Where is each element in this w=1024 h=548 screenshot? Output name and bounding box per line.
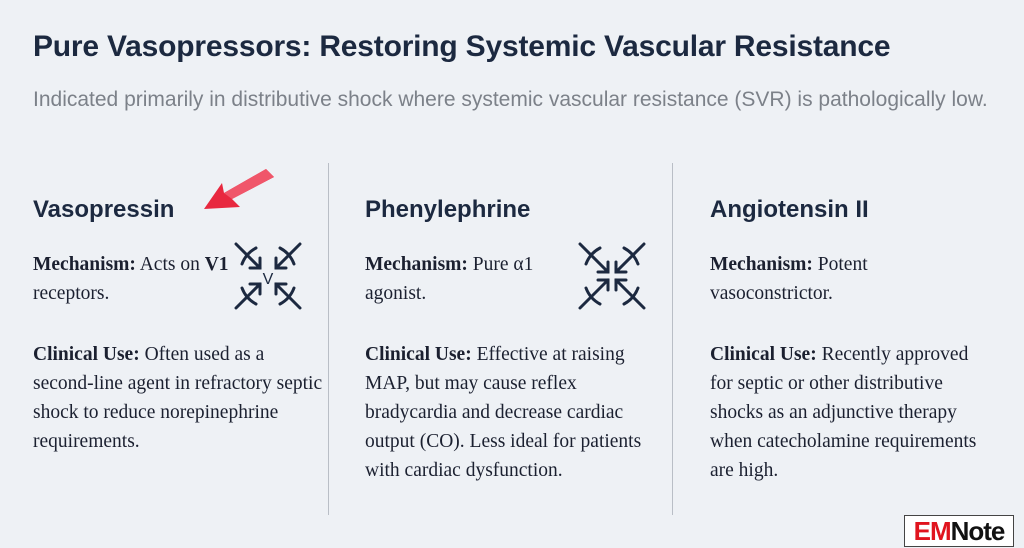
- mechanism-text: Mechanism: Potent vasoconstrictor.: [710, 254, 868, 304]
- mechanism-text: Mechanism: Pure α1 agonist.: [365, 254, 534, 304]
- clinical-use-text: Clinical Use: Recently approved for sept…: [710, 344, 977, 481]
- drug-name: Phenylephrine: [365, 196, 531, 223]
- drug-name: Vasopressin: [33, 196, 175, 223]
- column-divider: [672, 163, 673, 515]
- vasoconstriction-arrows-icon: V: [234, 242, 302, 310]
- slide-subtitle: Indicated primarily in distributive shoc…: [33, 88, 988, 111]
- clinical-use-text: Clinical Use: Often used as a second-lin…: [33, 344, 323, 452]
- column-divider: [328, 163, 329, 515]
- drug-name: Angiotensin II: [710, 196, 869, 223]
- clinical-use-text: Clinical Use: Effective at raising MAP, …: [365, 344, 642, 481]
- svg-text:V: V: [263, 271, 274, 288]
- column-phenylephrine: Phenylephrine Mechanism: Pure α1 agonist…: [365, 196, 655, 485]
- vasoconstriction-arrows-icon: [578, 242, 646, 310]
- column-vasopressin: Vasopressin Mechanism: Acts on V1 recept…: [33, 196, 323, 456]
- mechanism-text: Mechanism: Acts on V1 receptors.: [33, 254, 229, 304]
- slide-title: Pure Vasopressors: Restoring Systemic Va…: [33, 30, 891, 63]
- emnote-logo: EMNote: [904, 515, 1014, 547]
- red-arrow-icon: [204, 169, 274, 209]
- column-angiotensin-ii: Angiotensin II Mechanism: Potent vasocon…: [710, 196, 1000, 485]
